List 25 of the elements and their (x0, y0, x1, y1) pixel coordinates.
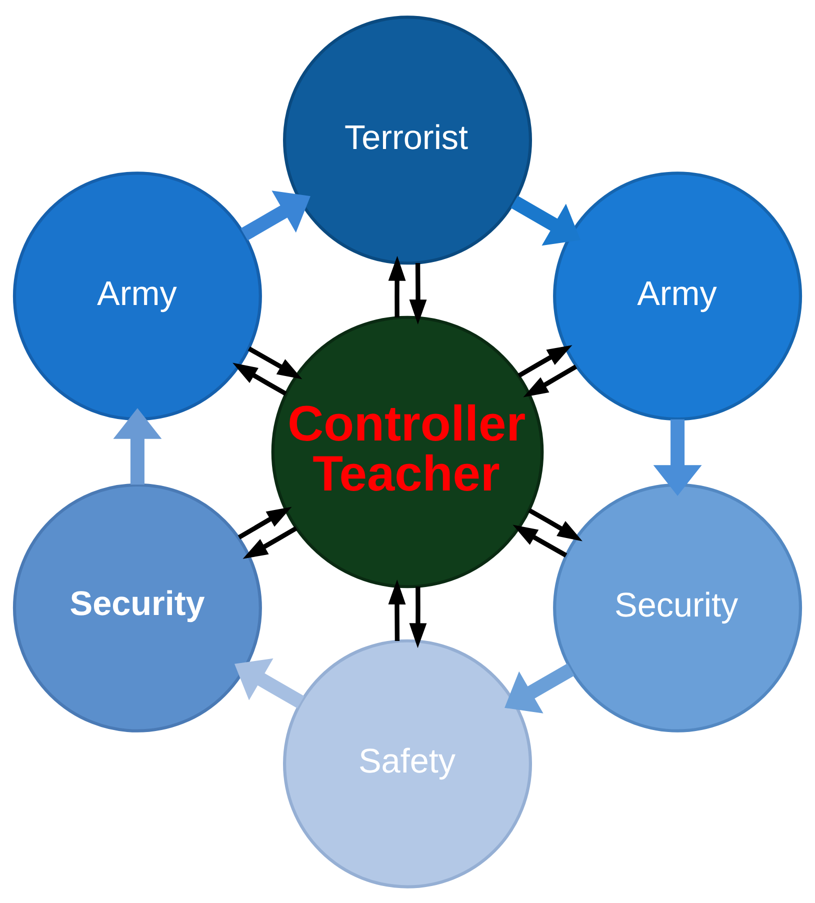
arrow (232, 362, 287, 396)
node-circle: Army (553, 171, 802, 420)
node-circle: Security (12, 482, 262, 732)
arrow (242, 526, 298, 558)
arrow (113, 408, 162, 484)
arrow (409, 262, 427, 324)
arrow (518, 344, 572, 378)
arrow (388, 255, 406, 317)
arrow (504, 662, 574, 713)
arrow (240, 190, 310, 240)
arrow (512, 524, 568, 557)
arrow (409, 586, 427, 648)
node-circle: Terrorist (283, 15, 532, 264)
arrow (234, 658, 304, 708)
arrow (248, 346, 302, 379)
arrow (528, 508, 582, 541)
node-circle: Controller Teacher (271, 315, 544, 588)
node-circle: Safety (283, 638, 532, 888)
arrow (510, 195, 581, 246)
arrow (238, 506, 292, 539)
arrow (523, 364, 578, 397)
node-circle: Army (12, 171, 262, 420)
arrow (388, 578, 406, 641)
arrow (653, 418, 702, 496)
node-circle: Security (553, 482, 802, 732)
